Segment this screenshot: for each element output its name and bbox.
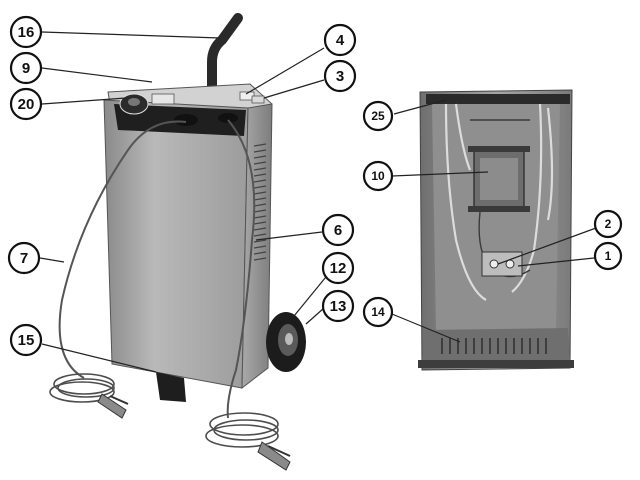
callout-label-20: 20 (18, 96, 35, 113)
side-panel (241, 103, 273, 390)
callout-3: 3 (323, 59, 357, 93)
leader-15 (41, 343, 157, 373)
wiring-left (444, 103, 487, 301)
callout-12: 12 (321, 251, 355, 285)
leader-6 (255, 231, 323, 241)
charger-interior (418, 89, 574, 371)
selector-knob-cap (128, 98, 140, 106)
terminal-a (489, 259, 499, 269)
base-rail (418, 360, 574, 368)
cable-negative (58, 120, 187, 379)
wiring-left-2 (454, 103, 472, 171)
leader-13 (305, 307, 325, 325)
battery-clamp-right (257, 441, 291, 471)
callout-label-12: 12 (330, 260, 347, 277)
callout-label-25: 25 (371, 109, 385, 123)
callout-14: 14 (362, 296, 394, 328)
callout-15: 15 (9, 323, 43, 357)
cable-positive (226, 119, 256, 419)
leader-4 (245, 47, 325, 95)
callout-label-2: 2 (605, 217, 612, 231)
indicator-plate (251, 95, 265, 104)
leader-lines (39, 31, 597, 373)
callout-16: 16 (9, 15, 43, 49)
leader-3 (263, 79, 325, 99)
charger-exterior (49, 13, 306, 471)
callout-9: 9 (9, 51, 43, 85)
wiring-right-2 (546, 107, 554, 221)
wheel-axle (285, 333, 293, 345)
transformer-bracket-bottom (468, 206, 530, 212)
cable-outlet-right (218, 113, 238, 123)
callout-label-10: 10 (371, 169, 385, 183)
leader-2 (497, 227, 597, 265)
callout-25: 25 (362, 100, 394, 132)
transformer-bracket-top (468, 146, 530, 152)
callout-10: 10 (362, 160, 394, 192)
callout-label-14: 14 (371, 305, 385, 319)
leader-20 (41, 97, 127, 105)
leader-7 (39, 257, 65, 263)
front-foot (156, 372, 186, 402)
coiled-cable-left (49, 373, 115, 403)
callout-label-6: 6 (334, 222, 342, 239)
callout-label-4: 4 (336, 32, 345, 49)
base-plate (422, 328, 570, 362)
coiled-cable-right (205, 412, 279, 448)
leader-16 (41, 31, 221, 39)
callout-13: 13 (321, 289, 355, 323)
leader-12 (293, 271, 331, 317)
label-plate (151, 93, 175, 105)
callout-4: 4 (323, 23, 357, 57)
callout-6: 6 (321, 213, 355, 247)
front-panel (103, 99, 249, 389)
handle (207, 13, 243, 117)
leader-9 (41, 67, 153, 83)
callout-label-3: 3 (336, 68, 344, 85)
callout-7: 7 (7, 241, 41, 275)
callout-1: 1 (593, 241, 623, 271)
leader-1 (517, 257, 595, 267)
callout-label-1: 1 (605, 249, 612, 263)
base-vent-slots (441, 338, 547, 354)
transformer-core (480, 158, 518, 200)
rectifier (481, 251, 523, 277)
callout-label-13: 13 (330, 298, 347, 315)
ventilation-grille (253, 143, 267, 261)
leader-25 (393, 99, 447, 115)
top-control-bar (426, 94, 570, 104)
wiring-right (511, 103, 543, 293)
leader-10 (391, 171, 489, 177)
callout-label-9: 9 (22, 60, 30, 77)
callout-label-16: 16 (18, 24, 35, 41)
interior-back-plate (432, 102, 560, 332)
callouts: 16 9 20 4 3 6 7 12 (7, 15, 623, 357)
leader-14 (391, 313, 461, 343)
callout-2: 2 (593, 209, 623, 239)
callout-20: 20 (9, 87, 43, 121)
callout-label-15: 15 (18, 332, 35, 349)
cable-outlet-left (174, 114, 198, 126)
callout-label-7: 7 (20, 250, 28, 267)
battery-clamp-left (97, 393, 129, 419)
